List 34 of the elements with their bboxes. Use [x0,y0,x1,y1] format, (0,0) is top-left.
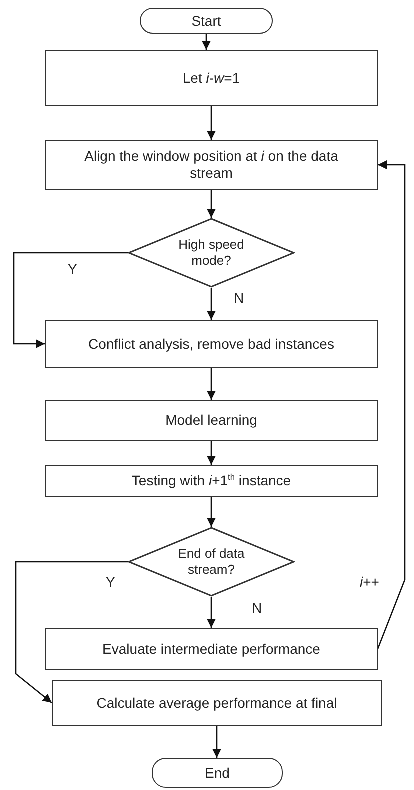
terminal-box [140,8,273,34]
arrow [15,561,128,704]
arrow [377,160,406,650]
arrow [207,497,216,527]
process-box [52,680,382,726]
process-box [45,628,378,670]
arrow [207,106,216,140]
arrow [202,34,211,50]
arrow [207,441,216,465]
arrow [207,190,216,218]
step-text: Evaluate intermediate performance [102,640,322,658]
step-text: Conflict analysis, remove bad instances [88,336,336,352]
step-text: Let i-w=1 [182,70,242,86]
process-box [45,140,378,190]
step-text: End [204,764,231,782]
decision-diamond [128,527,295,597]
process-box [45,400,378,441]
arrow [13,252,128,348]
step-text: End of data stream? [177,546,246,578]
step-text: High speed mode? [178,237,246,269]
arrow [207,288,216,320]
step-text: Model learning [164,412,258,429]
step-text: Testing with i+1$^{th}$ instance [130,472,292,490]
arrow [207,368,216,400]
step-text: Calculate average performance at final [96,694,338,712]
arrow [207,597,216,628]
step-text: Align the window position at ion the data stream [84,148,340,182]
arrow [212,726,222,758]
decision-diamond [128,218,295,288]
process-box [45,50,378,106]
process-box [45,465,378,497]
process-box [45,320,378,368]
terminal-box [152,758,283,788]
step-text: Start [190,12,222,30]
